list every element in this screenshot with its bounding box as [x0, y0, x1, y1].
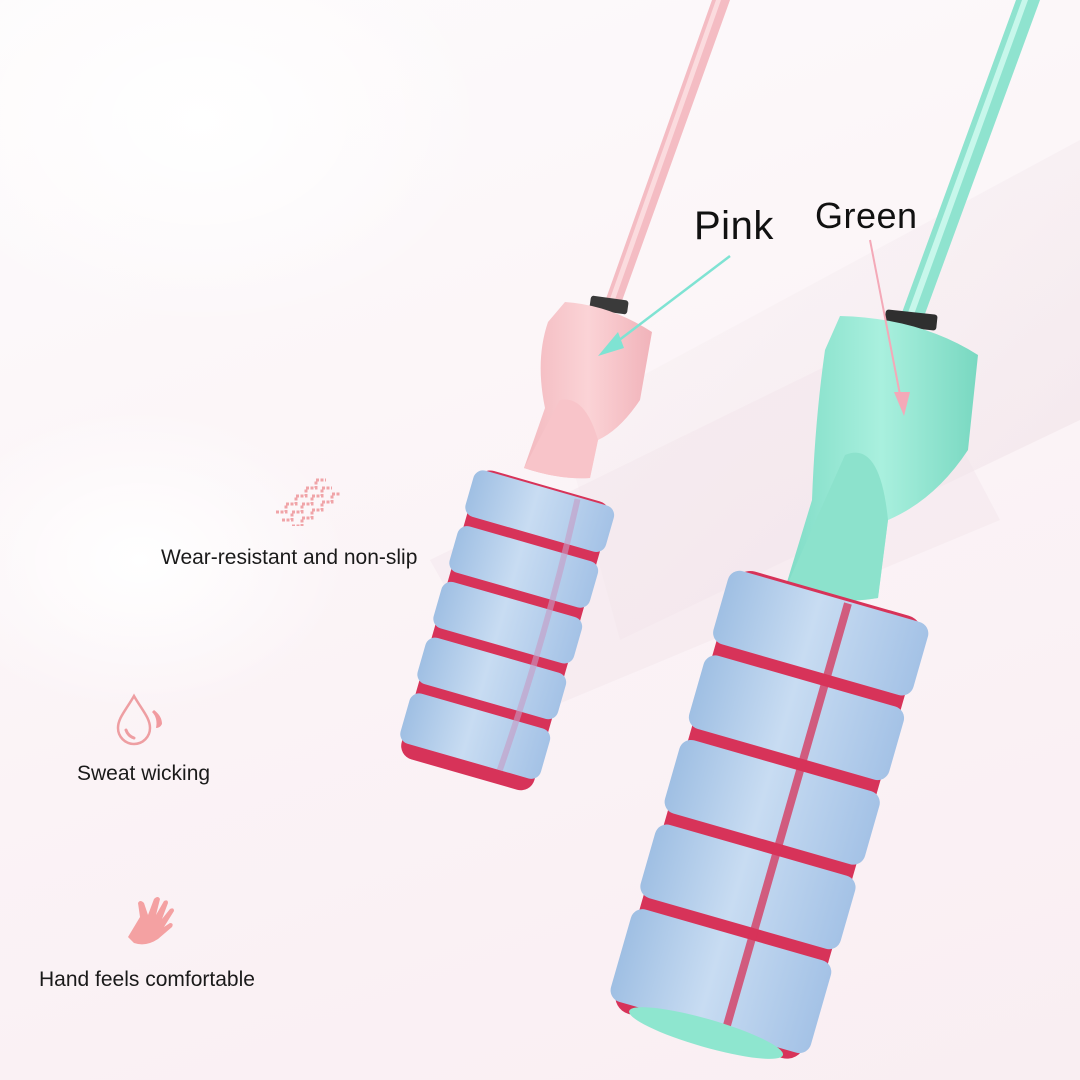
variant-label-green: Green — [815, 195, 918, 236]
hand-icon — [128, 897, 174, 945]
feature-comfortable: Hand feels comfortable — [39, 968, 255, 991]
feature-sweat-wicking: Sweat wicking — [77, 762, 211, 785]
water-drop-icon — [116, 693, 162, 746]
green-handle — [610, 0, 1040, 1059]
pink-handle — [400, 0, 730, 791]
waves-icon — [276, 478, 340, 526]
variant-label-pink: Pink — [694, 204, 774, 248]
green-callout-arrow — [869, 239, 910, 416]
feature-wear-resistant: Wear-resistant and non-slip — [161, 546, 418, 569]
pink-callout-arrow — [598, 255, 731, 356]
